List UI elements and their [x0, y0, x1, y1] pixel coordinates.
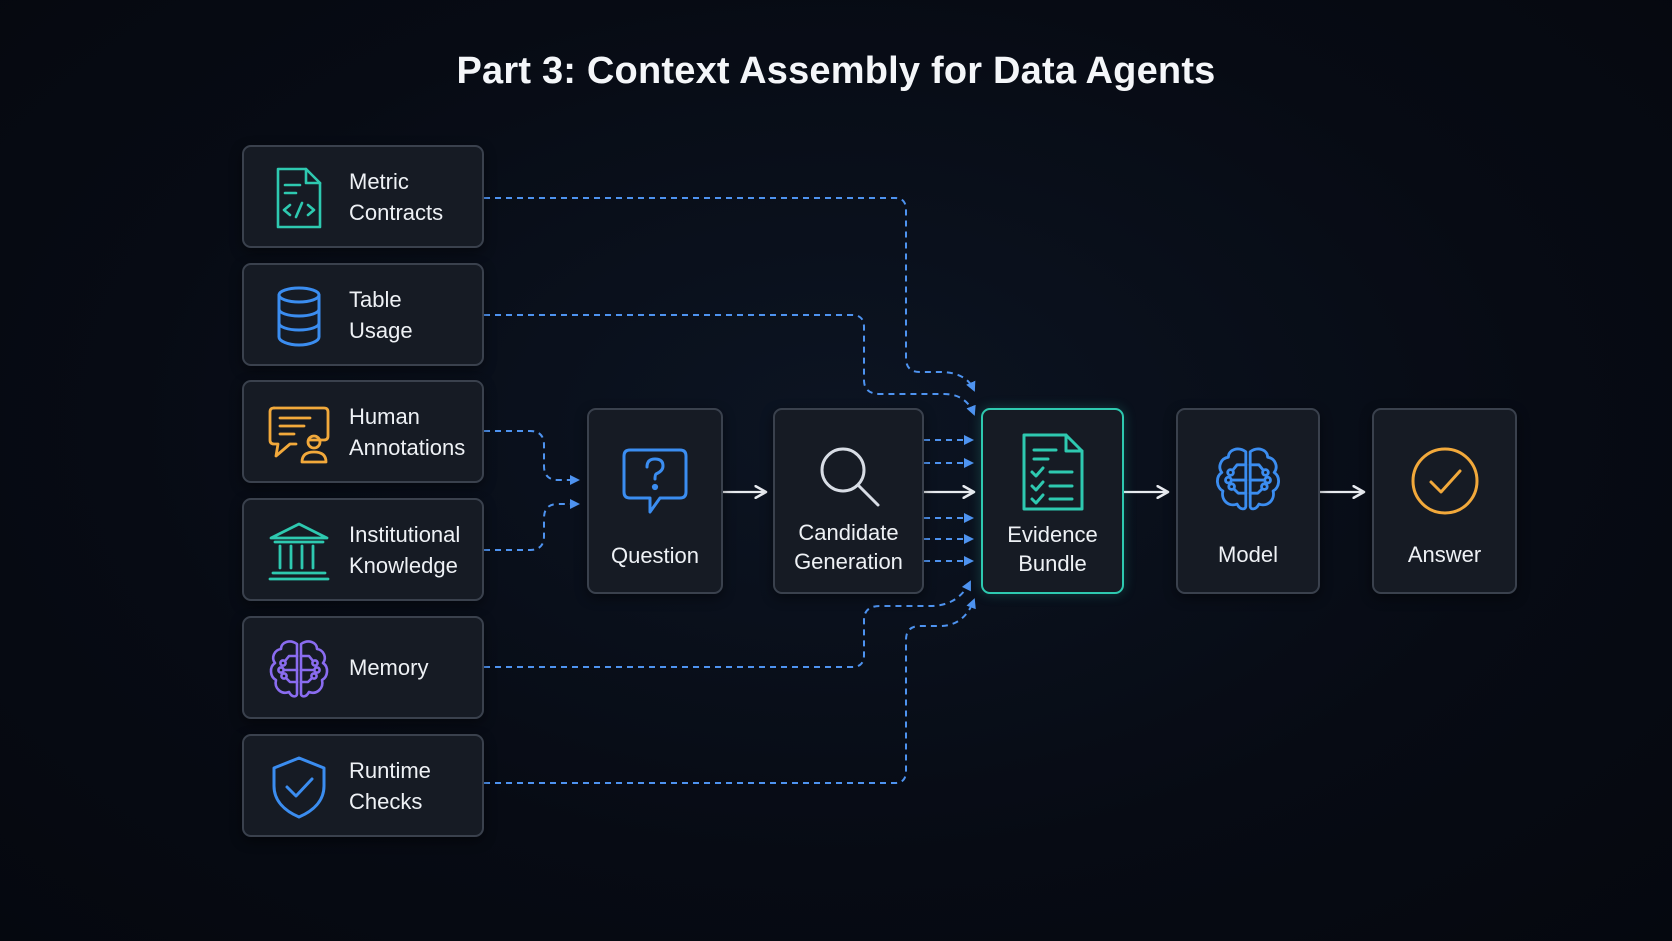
source-label-line2: Usage	[349, 317, 413, 343]
flow-label-line1: Model	[1218, 542, 1278, 567]
question-bubble-icon	[620, 446, 690, 516]
chat-person-icon	[266, 400, 332, 466]
source-label-line2: Annotations	[349, 434, 466, 460]
code-document-icon	[266, 165, 332, 231]
source-label-line1: Runtime	[349, 757, 431, 783]
flow-card-model: Model	[1176, 408, 1320, 594]
check-circle-icon	[1410, 446, 1480, 516]
brain-icon	[266, 636, 332, 702]
source-label-line2: Knowledge	[349, 552, 458, 578]
brain-icon	[1212, 443, 1284, 515]
source-label-line1: Memory	[349, 655, 429, 680]
flow-label-line1: Candidate	[798, 520, 899, 545]
flow-label-line1: Answer	[1407, 542, 1482, 567]
connector-metric-contracts	[484, 197, 976, 392]
flow-label: Answer	[1374, 540, 1515, 569]
source-label: Memory	[349, 618, 484, 717]
flow-label: Model	[1178, 540, 1318, 569]
source-label-line2: Contracts	[349, 199, 444, 225]
flow-label-line1: Question	[610, 543, 700, 568]
database-icon	[266, 283, 332, 349]
source-label-line2: Checks	[349, 788, 423, 814]
connector-table-usage	[484, 314, 976, 416]
source-label-line1: Institutional	[349, 521, 461, 547]
flow-label-line2: Bundle	[1018, 551, 1087, 576]
shield-check-icon	[266, 754, 332, 820]
page-title: Part 3: Context Assembly for Data Agents	[456, 50, 1216, 92]
source-label-line1: Human	[349, 403, 420, 429]
magnifier-icon	[816, 443, 882, 509]
connector-institutional-knowledge	[484, 499, 580, 551]
checklist-document-icon	[1018, 432, 1088, 512]
flow-label-line1: Evidence	[1007, 522, 1098, 547]
connector-human-annotations	[484, 430, 580, 485]
source-label-line1: Metric	[349, 168, 409, 194]
flow-label: Question	[589, 541, 721, 570]
connector-runtime-checks	[484, 598, 976, 784]
institution-icon	[266, 518, 332, 584]
source-card-memory: Memory	[242, 616, 484, 719]
source-label-line1: Table	[349, 286, 402, 312]
flow-label-line2: Generation	[794, 549, 903, 574]
flow-card-question: Question	[587, 408, 723, 594]
connector-memory	[484, 580, 971, 668]
flow-card-answer: Answer	[1372, 408, 1517, 594]
